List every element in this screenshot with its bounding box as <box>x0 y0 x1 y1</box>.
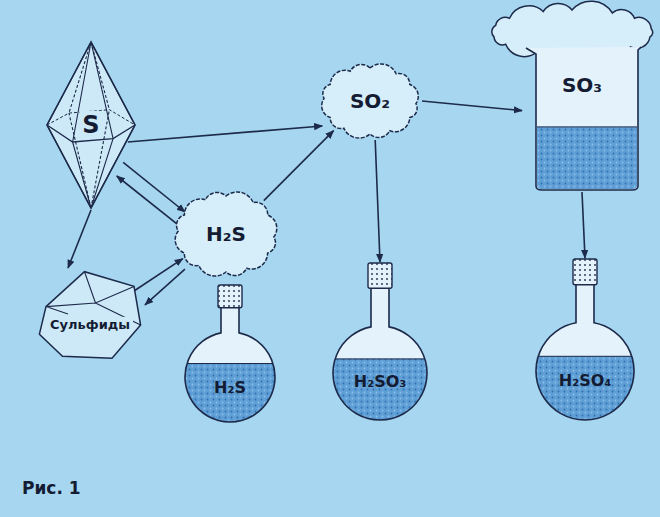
sulfide-crystal: Сульфиды <box>35 268 145 360</box>
reaction-arrow <box>422 101 522 111</box>
chemical-formula: H₂S <box>203 222 249 246</box>
gas-cloud: H₂S <box>172 190 280 278</box>
flask: H₂SO₃ <box>330 262 430 422</box>
beaker: SO₃ <box>522 44 642 192</box>
reaction-arrow <box>134 259 183 291</box>
reaction-arrow <box>264 131 334 201</box>
reaction-arrow <box>123 162 185 212</box>
chemical-formula: SO₂ <box>347 89 393 113</box>
reaction-arrow <box>128 126 322 142</box>
flask-outline <box>330 262 430 422</box>
chemical-formula: H₂SO₃ <box>351 372 410 392</box>
flask-outline <box>533 258 637 422</box>
flask: H₂SO₄ <box>533 258 637 422</box>
mineral-name: Сульфиды <box>47 317 133 333</box>
chemical-formula: SO₃ <box>559 73 605 97</box>
flask: H₂S <box>182 284 278 424</box>
reaction-arrow <box>117 176 181 227</box>
reaction-arrow <box>68 210 91 268</box>
chemical-formula: S <box>79 111 102 139</box>
figure-number: Рис. 1 <box>22 478 81 498</box>
sulfur-crystal: S <box>45 40 137 210</box>
gas-cloud: SO₂ <box>318 62 422 140</box>
chemical-formula: H₂SO₄ <box>556 371 615 391</box>
chemical-formula: H₂S <box>211 378 249 398</box>
sulfide-crystal-outline <box>35 268 145 360</box>
reaction-arrow <box>145 269 185 305</box>
flask-outline <box>182 284 278 424</box>
beaker-outline <box>522 44 642 192</box>
reaction-arrow <box>375 140 380 262</box>
reaction-arrow <box>582 192 585 258</box>
